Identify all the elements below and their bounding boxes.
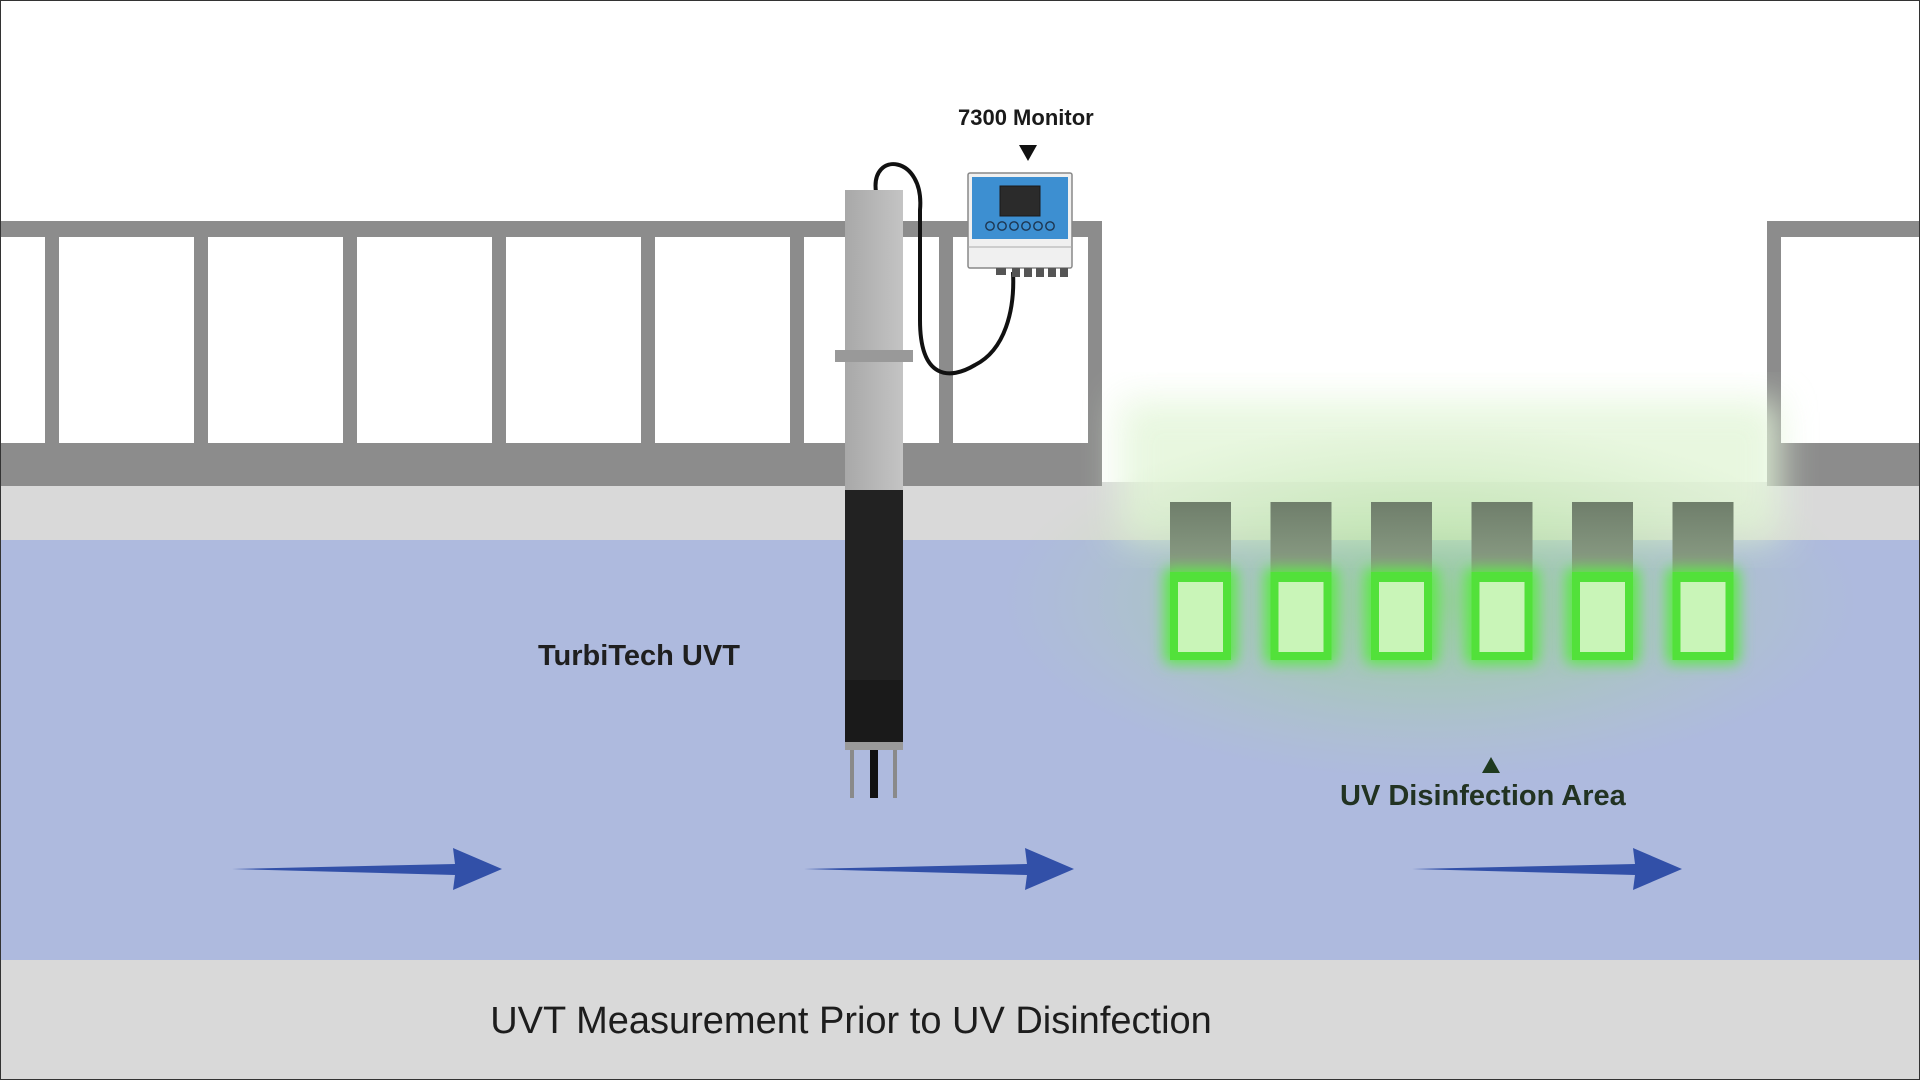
uv-lamp-array (1164, 502, 1740, 664)
uv-lamp-holder (1170, 502, 1231, 572)
sensor-mount-flange (835, 350, 913, 362)
uv-lamp-bulb (1680, 582, 1726, 652)
uv-area-label: UV Disinfection Area (1340, 780, 1626, 812)
sensor-label: TurbiTech UVT (538, 640, 740, 672)
uv-lamp-bulb (1379, 582, 1424, 652)
uv-lamp-bulb (1580, 582, 1625, 652)
monitor-7300 (967, 172, 1073, 277)
monitor-connectors (996, 268, 1068, 277)
uv-lamp-bulb (1178, 582, 1223, 652)
monitor-label: 7300 Monitor (958, 105, 1094, 130)
triangle-down-icon (1019, 145, 1037, 161)
right-arrow-icon (232, 848, 502, 890)
uv-lamp-holder (1270, 502, 1332, 572)
flow-arrows (232, 848, 1682, 890)
uv-lamp-bulb (1479, 582, 1525, 652)
sensor-probe-center (870, 750, 878, 798)
uv-lamp-holder (1672, 502, 1734, 572)
sensor-cable (873, 162, 1016, 376)
sensor-probe-left (850, 750, 854, 798)
sensor-probe-right (893, 750, 897, 798)
uv-lamp-holder (1371, 502, 1432, 572)
monitor-buttons (985, 221, 1055, 231)
ground-bottom (0, 960, 1920, 1080)
monitor-screen (999, 185, 1041, 217)
right-arrow-icon (1412, 848, 1682, 890)
uv-lamp-holder (1572, 502, 1633, 572)
uv-lamp-bulb (1278, 582, 1324, 652)
uv-lamp-holder (1471, 502, 1533, 572)
right-arrow-icon (804, 848, 1074, 890)
railing-left (0, 221, 1102, 486)
turbitech-sensor (835, 190, 913, 798)
diagram-caption: UVT Measurement Prior to UV Disinfection (490, 1000, 1212, 1042)
triangle-up-icon (1482, 757, 1500, 773)
railing-right (1767, 221, 1920, 486)
